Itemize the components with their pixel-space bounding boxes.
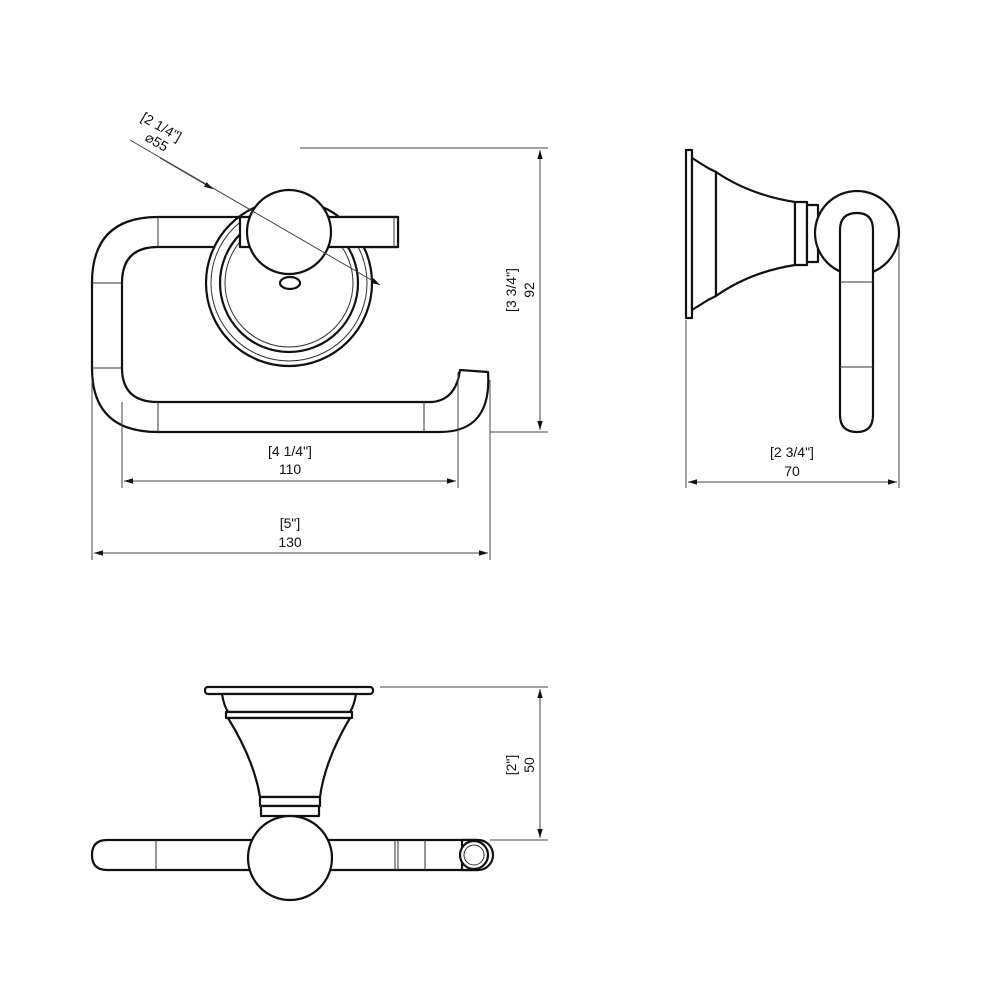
depth-mm-label: 70: [784, 463, 800, 479]
depth-inch-label: [2 3/4"]: [770, 444, 814, 460]
front-view: [2 1/4"] ⌀55 [3 3/4"] 92 [4 1/4"] 110 [5…: [90, 109, 548, 560]
overall-width-mm-label: 130: [278, 534, 302, 550]
set-screw-hole: [278, 275, 302, 291]
overall-width-inch-label: [5"]: [280, 515, 301, 531]
projection-inch-label: [2"]: [503, 755, 519, 776]
projection-mm-label: 50: [521, 757, 537, 773]
height-mm-label: 92: [521, 282, 537, 298]
top-view: [2"] 50: [90, 685, 548, 902]
height-inch-label: [3 3/4"]: [503, 268, 519, 312]
inner-width-inch-label: [4 1/4"]: [268, 443, 312, 459]
side-view: [2 3/4"] 70: [684, 148, 901, 488]
top-hub: [246, 814, 334, 902]
inner-width-mm-label: 110: [279, 461, 302, 477]
